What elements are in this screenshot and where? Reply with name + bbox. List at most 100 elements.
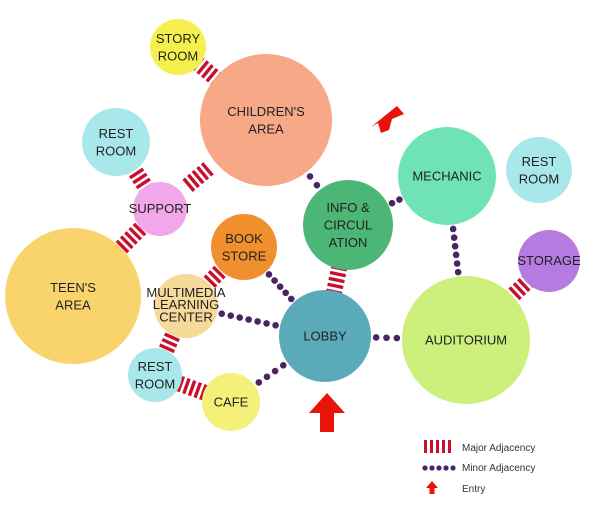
major-adjacency-bar (129, 167, 145, 180)
minor-adjacency-dot (255, 379, 263, 386)
minor-adjacency-dot (263, 320, 270, 327)
minor-adjacency-dot (454, 268, 462, 276)
childrens-area-to-info-circulation-minor-link (306, 173, 321, 189)
entry-arrows (309, 106, 404, 432)
lobby-circle (279, 290, 371, 382)
major-adjacency-bar (196, 60, 210, 75)
minor-adjacency-dot (271, 367, 279, 375)
support-bubble: SUPPORT (129, 182, 192, 236)
teens-area-label-line: TEEN'S (50, 280, 96, 295)
rest-room-1-label: REST ROOM (96, 126, 136, 159)
legend: Major Adjacency Minor Adjacency Entry (422, 440, 535, 495)
rest-room-1-label-line: REST (99, 126, 134, 141)
legend-minor-label: Minor Adjacency (462, 463, 535, 474)
minor-adjacency-dot (276, 283, 284, 290)
rest-room-3-label-line: ROOM (135, 376, 175, 391)
mechanic-label: MECHANIC (412, 169, 481, 184)
major-adjacency-bar (115, 239, 130, 254)
major-adjacency-bar (124, 231, 138, 245)
minor-adjacency-dot (452, 251, 460, 259)
major-adjacency-bar (327, 282, 344, 290)
major-adjacency-bar (207, 270, 222, 284)
mechanic-label-line: MECHANIC (412, 169, 481, 184)
rest-room-3-label-line: REST (138, 359, 173, 374)
info-circulation-label-line: CIRCUL (324, 218, 372, 233)
rest-room-1-label-line: ROOM (96, 143, 136, 158)
minor-adjacency-dot (449, 225, 457, 233)
minor-adjacency-dot (263, 373, 271, 381)
cafe-circle (202, 373, 260, 431)
major-adjacency-bar (203, 274, 218, 288)
minor-adjacency-dot (306, 173, 314, 180)
rest-room-2-label: REST ROOM (519, 154, 559, 187)
info-circulation-to-mechanic-minor-link (388, 196, 403, 207)
minor-adjacency-dot (393, 334, 401, 342)
minor-adjacency-dot (388, 199, 396, 207)
rest-room-3-label: REST ROOM (135, 359, 175, 392)
major-adjacency-bar (199, 384, 208, 401)
minor-adjacency-dot (236, 314, 243, 321)
support-circle (133, 182, 187, 236)
childrens-area-to-support-major-link (182, 162, 214, 192)
major-adjacency-bar (329, 270, 346, 278)
major-adjacency-bar (508, 286, 522, 301)
mechanic-bubble: MECHANIC (398, 127, 496, 225)
minor-adjacency-dot (451, 242, 459, 250)
multimedia-to-lobby-minor-link (218, 310, 279, 329)
teens-area-bubble: TEEN'S AREA (5, 228, 141, 364)
info-circulation-to-lobby-major-link (325, 264, 348, 296)
teens-area-label-line: AREA (55, 297, 91, 312)
mechanic-circle (398, 127, 496, 225)
minor-adjacency-dot (227, 312, 235, 319)
childrens-area-circle (200, 54, 332, 186)
legend-entry-icon (426, 481, 438, 494)
major-adjacency-bar (182, 378, 191, 395)
book-store-label-line: BOOK (225, 231, 263, 246)
multimedia-label-line: CENTER (159, 309, 212, 324)
info-circulation-label-line: INFO & (326, 200, 370, 215)
cafe-label-line: CAFE (214, 395, 249, 410)
story-room-circle (150, 19, 206, 75)
book-store-to-lobby-minor-link (265, 271, 295, 303)
teens-area-label: TEEN'S AREA (50, 280, 96, 313)
rest-room-2-circle (506, 137, 572, 203)
rest-room-2-label-line: REST (522, 154, 557, 169)
storage-label-line: STORAGE (517, 253, 581, 268)
book-store-label-line: STORE (222, 248, 267, 263)
minor-adjacency-dot (218, 310, 226, 318)
minor-adjacency-dot (313, 181, 321, 189)
minor-adjacency-dot (383, 334, 390, 342)
lobby-label-line: LOBBY (303, 329, 347, 344)
entry-arrow-northeast (371, 106, 404, 133)
major-adjacency-bar (161, 337, 178, 348)
major-adjacency-bar (193, 382, 202, 399)
entry-arrow-north (309, 393, 345, 432)
legend-entry-label: Entry (462, 484, 485, 495)
major-adjacency-bar (132, 172, 148, 185)
teens-area-circle (5, 228, 141, 364)
major-adjacency-bar (182, 177, 196, 192)
major-adjacency-bar (328, 276, 345, 284)
book-store-bubble: BOOK STORE (211, 214, 277, 280)
minor-adjacency-dot (372, 334, 380, 341)
major-adjacency-bar (205, 67, 219, 83)
multimedia-label-line: LEARNING (153, 297, 219, 312)
auditorium-label: AUDITORIUM (425, 333, 507, 348)
minor-adjacency-dot (245, 316, 252, 323)
support-label: SUPPORT (129, 201, 192, 216)
minor-adjacency-dot (287, 295, 295, 303)
minor-adjacency-dot (272, 322, 279, 329)
auditorium-bubble: AUDITORIUM (402, 276, 530, 404)
childrens-area-label-line: CHILDREN'S (227, 104, 305, 119)
major-adjacency-bar (191, 169, 205, 185)
minor-adjacency-dot (396, 196, 403, 203)
rest-room-2-label-line: ROOM (519, 171, 559, 186)
minor-adjacency-dot (271, 277, 278, 284)
book-store-label: BOOK STORE (222, 231, 267, 264)
